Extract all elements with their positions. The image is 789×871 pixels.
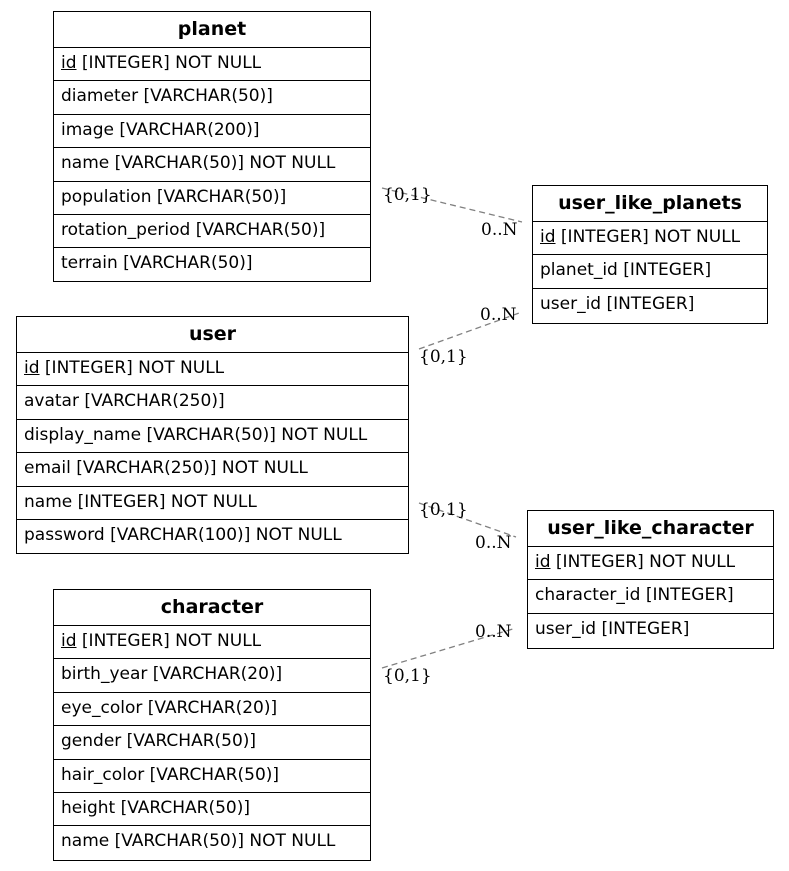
column-definition: gender [VARCHAR(50)] — [61, 731, 257, 752]
column-definition: birth_year [VARCHAR(20)] — [61, 664, 283, 685]
column-definition: user_id [INTEGER] — [540, 293, 695, 314]
column-row: id [INTEGER] NOT NULL — [533, 222, 767, 256]
column-row: character_id [INTEGER] — [528, 580, 773, 614]
column-row: display_name [VARCHAR(50)] NOT NULL — [17, 420, 408, 454]
primary-key-name: id — [540, 227, 556, 247]
column-definition: [INTEGER] NOT NULL — [555, 227, 741, 247]
cardinality-one: {0,1} — [419, 500, 468, 520]
column-definition: height [VARCHAR(50)] — [61, 797, 250, 818]
cardinality-many: 0..N — [481, 220, 518, 240]
column-row: diameter [VARCHAR(50)] — [54, 81, 370, 115]
column-row: name [INTEGER] NOT NULL — [17, 487, 408, 520]
entity-title: user — [17, 317, 408, 353]
column-row: avatar [VARCHAR(250)] — [17, 386, 408, 420]
column-row: password [VARCHAR(100)] NOT NULL — [17, 520, 408, 553]
column-definition: [INTEGER] NOT NULL — [76, 53, 262, 73]
column-definition: planet_id [INTEGER] — [540, 260, 712, 281]
cardinality-many: 0..N — [480, 305, 517, 325]
column-row: id [INTEGER] NOT NULL — [17, 353, 408, 387]
column-row: image [VARCHAR(200)] — [54, 115, 370, 149]
cardinality-many: 0..N — [475, 622, 512, 642]
column-definition: hair_color [VARCHAR(50)] — [61, 764, 280, 785]
primary-key-name: id — [61, 53, 77, 73]
column-row: user_id [INTEGER] — [528, 614, 773, 647]
column-definition: [INTEGER] NOT NULL — [76, 631, 262, 651]
entity-planet[interactable]: planet id [INTEGER] NOT NULL diameter [VA… — [53, 11, 371, 282]
entity-user-like-character[interactable]: user_like_character id [INTEGER] NOT NUL… — [527, 510, 774, 649]
entity-title: character — [54, 590, 370, 626]
column-definition: name [VARCHAR(50)] NOT NULL — [61, 153, 336, 174]
column-definition: character_id [INTEGER] — [535, 585, 734, 606]
column-row: planet_id [INTEGER] — [533, 255, 767, 289]
column-definition: user_id [INTEGER] — [535, 618, 690, 639]
column-definition: [INTEGER] NOT NULL — [39, 358, 225, 378]
column-row: id [INTEGER] NOT NULL — [54, 48, 370, 82]
primary-key-name: id — [24, 358, 40, 378]
column-row: name [VARCHAR(50)] NOT NULL — [54, 148, 370, 182]
edge-planet-user-like-planets — [381, 187, 523, 223]
column-definition: avatar [VARCHAR(250)] — [24, 391, 225, 412]
column-definition: name [INTEGER] NOT NULL — [24, 491, 257, 512]
cardinality-one: {0,1} — [383, 185, 432, 205]
column-row: user_id [INTEGER] — [533, 289, 767, 322]
column-row: terrain [VARCHAR(50)] — [54, 248, 370, 281]
column-row: gender [VARCHAR(50)] — [54, 726, 370, 760]
entity-title: planet — [54, 12, 370, 48]
cardinality-one: {0,1} — [419, 347, 468, 367]
cardinality-one: {0,1} — [383, 666, 432, 686]
column-definition: display_name [VARCHAR(50)] NOT NULL — [24, 424, 368, 445]
column-definition: terrain [VARCHAR(50)] — [61, 253, 253, 274]
column-row: id [INTEGER] NOT NULL — [528, 547, 773, 581]
edge-user-user-like-planets — [418, 311, 523, 350]
column-definition: [INTEGER] NOT NULL — [550, 552, 736, 572]
column-row: height [VARCHAR(50)] — [54, 793, 370, 827]
entity-character[interactable]: character id [INTEGER] NOT NULL birth_yea… — [53, 589, 371, 861]
column-row: name [VARCHAR(50)] NOT NULL — [54, 826, 370, 859]
edge-character-user-like-character — [381, 627, 517, 669]
column-definition: image [VARCHAR(200)] — [61, 119, 260, 140]
primary-key-name: id — [61, 631, 77, 651]
column-definition: eye_color [VARCHAR(20)] — [61, 697, 278, 718]
column-row: hair_color [VARCHAR(50)] — [54, 760, 370, 793]
column-definition: password [VARCHAR(100)] NOT NULL — [24, 524, 342, 545]
primary-key-name: id — [535, 552, 551, 572]
column-definition: email [VARCHAR(250)] NOT NULL — [24, 458, 308, 479]
entity-user[interactable]: user id [INTEGER] NOT NULL avatar [VARCHA… — [16, 316, 409, 554]
column-definition: population [VARCHAR(50)] — [61, 186, 287, 207]
column-definition: rotation_period [VARCHAR(50)] — [61, 219, 326, 240]
column-definition: name [VARCHAR(50)] NOT NULL — [61, 831, 336, 852]
column-row: birth_year [VARCHAR(20)] — [54, 659, 370, 693]
column-row: id [INTEGER] NOT NULL — [54, 626, 370, 660]
column-row: population [VARCHAR(50)] — [54, 182, 370, 215]
column-row: eye_color [VARCHAR(20)] — [54, 693, 370, 727]
entity-title: user_like_character — [528, 511, 773, 547]
column-definition: diameter [VARCHAR(50)] — [61, 86, 273, 107]
column-row: email [VARCHAR(250)] NOT NULL — [17, 453, 408, 487]
entity-title: user_like_planets — [533, 186, 767, 222]
cardinality-many: 0..N — [475, 533, 512, 553]
column-row: rotation_period [VARCHAR(50)] — [54, 215, 370, 249]
edge-user-user-like-character — [418, 502, 517, 538]
entity-user-like-planets[interactable]: user_like_planets id [INTEGER] NOT NULL p… — [532, 185, 768, 324]
